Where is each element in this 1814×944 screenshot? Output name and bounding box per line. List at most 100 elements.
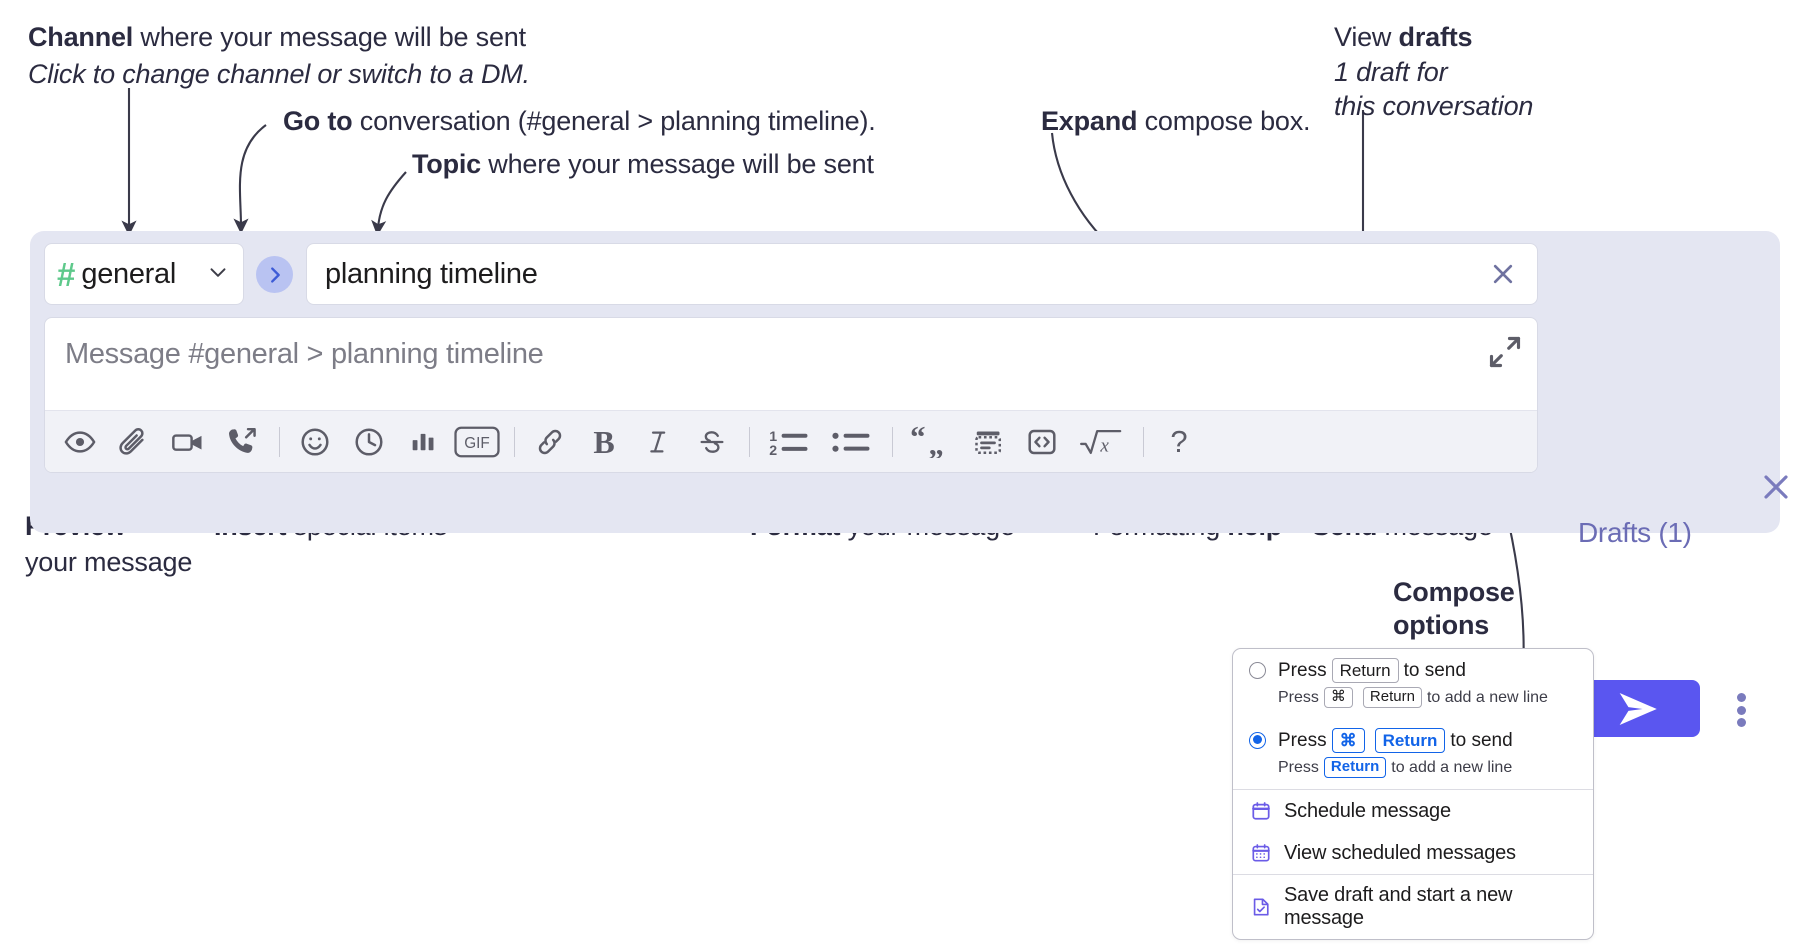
annotation-drafts-sub1: 1 draft for: [1334, 56, 1448, 87]
paperclip-icon[interactable]: [111, 419, 157, 465]
annotation-channel-sub: Click to change channel or switch to a D…: [28, 58, 530, 89]
annotation-channel-rest: where your message will be sent: [133, 22, 526, 52]
radio-label-press: Press: [1278, 729, 1327, 751]
annotation-preview-line2: your message: [25, 546, 193, 577]
message-placeholder: Message #general > planning timeline: [65, 338, 544, 370]
link-icon[interactable]: [527, 419, 573, 465]
expand-diagonal-icon: [1489, 336, 1521, 368]
preview-icon[interactable]: [57, 419, 103, 465]
menu-divider: [1233, 789, 1593, 790]
annotation-drafts-bold: drafts: [1398, 22, 1473, 52]
annotation-topic-rest: where your message will be sent: [481, 149, 874, 179]
sub-newline: to add a new line: [1391, 758, 1513, 776]
svg-text:“: “: [910, 426, 925, 454]
calendar-clock-icon: [1249, 799, 1273, 823]
svg-text:GIF: GIF: [464, 435, 490, 452]
radio-subtext-cmd-return: Press Return to add a new line: [1233, 755, 1593, 789]
radio-option-return[interactable]: Press Return to send: [1233, 649, 1593, 685]
chevron-right-icon: [270, 266, 280, 283]
key-cmd: ⌘: [1323, 687, 1353, 708]
send-button[interactable]: [1576, 680, 1700, 737]
paper-plane-icon: [1619, 692, 1657, 725]
annotation-goto-rest: conversation (#general > planning timeli…: [352, 106, 876, 136]
annotation-channel-bold: Channel: [28, 22, 134, 52]
channel-select[interactable]: # general: [44, 243, 244, 305]
drafts-link[interactable]: Drafts (1): [1578, 517, 1692, 548]
radio-option-cmd-return[interactable]: Press ⌘ Return to send: [1233, 719, 1593, 755]
annotation-expand-bold: Expand: [1041, 106, 1138, 136]
key-return: Return: [1323, 757, 1387, 778]
radio-selected-icon: [1249, 732, 1266, 750]
compose-panel: Drafts (1) # general planning timeline: [30, 231, 1788, 737]
radio-label-tosend: to send: [1403, 659, 1466, 681]
inline-code-icon[interactable]: [1019, 419, 1065, 465]
menu-item-label: Schedule message: [1284, 799, 1451, 822]
strikethrough-icon[interactable]: [689, 419, 735, 465]
svg-text:„: „: [929, 427, 944, 458]
toolbar-divider: [279, 426, 280, 457]
bold-icon[interactable]: B: [593, 423, 615, 460]
help-icon[interactable]: ?: [1170, 424, 1188, 459]
toolbar-divider: [1143, 426, 1144, 457]
bar-chart-icon[interactable]: [400, 419, 446, 465]
radio-label-press: Press: [1278, 659, 1327, 681]
close-icon: [1493, 264, 1513, 284]
annotation-goto: Go to conversation (#general > planning …: [283, 106, 876, 138]
radio-label-tosend: to send: [1450, 729, 1513, 751]
goto-conversation-button[interactable]: [256, 256, 293, 293]
topic-value: planning timeline: [325, 257, 538, 290]
svg-text:1: 1: [769, 427, 777, 443]
annotation-topic: Topic where your message will be sent: [412, 149, 874, 181]
formatting-toolbar: GIF B: [45, 410, 1537, 472]
topic-field[interactable]: planning timeline: [306, 243, 1538, 305]
compose-options-button[interactable]: [1728, 693, 1754, 727]
key-cmd: ⌘: [1331, 728, 1365, 754]
ordered-list-icon[interactable]: 1 2: [762, 419, 816, 465]
bulleted-list-icon[interactable]: [824, 419, 878, 465]
expand-compose-button[interactable]: [1487, 334, 1523, 370]
menu-item-label: View scheduled messages: [1284, 841, 1516, 864]
calendar-grid-icon: [1249, 841, 1273, 865]
radio-unselected-icon: [1249, 662, 1266, 680]
sub-press: Press: [1278, 688, 1319, 706]
key-return: Return: [1374, 728, 1446, 754]
radio-subtext-return: Press ⌘ Return to add a new line: [1233, 685, 1593, 719]
key-return: Return: [1362, 687, 1422, 708]
menu-item-view-scheduled-messages[interactable]: View scheduled messages: [1233, 832, 1593, 874]
svg-text:2: 2: [769, 441, 777, 457]
svg-text:x: x: [1099, 435, 1109, 456]
annotation-goto-bold: Go to: [283, 106, 353, 136]
annotation-channel: Channel where your message will be sent …: [28, 22, 530, 91]
channel-name: general: [81, 257, 177, 290]
emoji-smiley-icon[interactable]: [292, 419, 338, 465]
code-block-icon[interactable]: [965, 419, 1011, 465]
message-input-box[interactable]: Message #general > planning timeline: [44, 317, 1538, 473]
annotation-expand: Expand compose box.: [1041, 106, 1311, 138]
menu-item-label: Save draft and start a new message: [1284, 884, 1513, 929]
annotation-expand-rest: compose box.: [1137, 106, 1311, 136]
hash-icon: #: [57, 255, 76, 293]
blockquote-icon[interactable]: “ „: [905, 419, 957, 465]
toolbar-divider: [514, 426, 515, 457]
menu-item-schedule-message[interactable]: Schedule message: [1233, 790, 1593, 832]
sub-newline: to add a new line: [1426, 688, 1548, 706]
italic-icon[interactable]: [635, 419, 681, 465]
draft-check-icon: [1249, 895, 1273, 919]
chevron-down-icon: [205, 259, 231, 290]
video-camera-icon[interactable]: [165, 419, 211, 465]
topic-clear-button[interactable]: [1483, 254, 1523, 294]
menu-divider: [1233, 874, 1593, 875]
annotation-drafts-pre: View: [1334, 22, 1399, 52]
gif-icon[interactable]: GIF: [454, 419, 500, 465]
menu-item-save-draft[interactable]: Save draft and start a new message: [1233, 875, 1593, 939]
panel-close-button[interactable]: [1756, 467, 1796, 507]
toolbar-divider: [749, 426, 750, 457]
phone-forward-icon[interactable]: [219, 419, 265, 465]
math-icon[interactable]: x: [1073, 419, 1129, 465]
compose-options-menu: Press Return to send Press ⌘ Return to a…: [1232, 648, 1594, 940]
annotation-drafts-sub2: this conversation: [1334, 90, 1534, 121]
toolbar-divider: [892, 426, 893, 457]
clock-icon[interactable]: [346, 419, 392, 465]
annotation-compose-options-line1: Compose: [1393, 577, 1515, 607]
annotation-drafts: View drafts 1 draft for this conversatio…: [1334, 22, 1533, 123]
